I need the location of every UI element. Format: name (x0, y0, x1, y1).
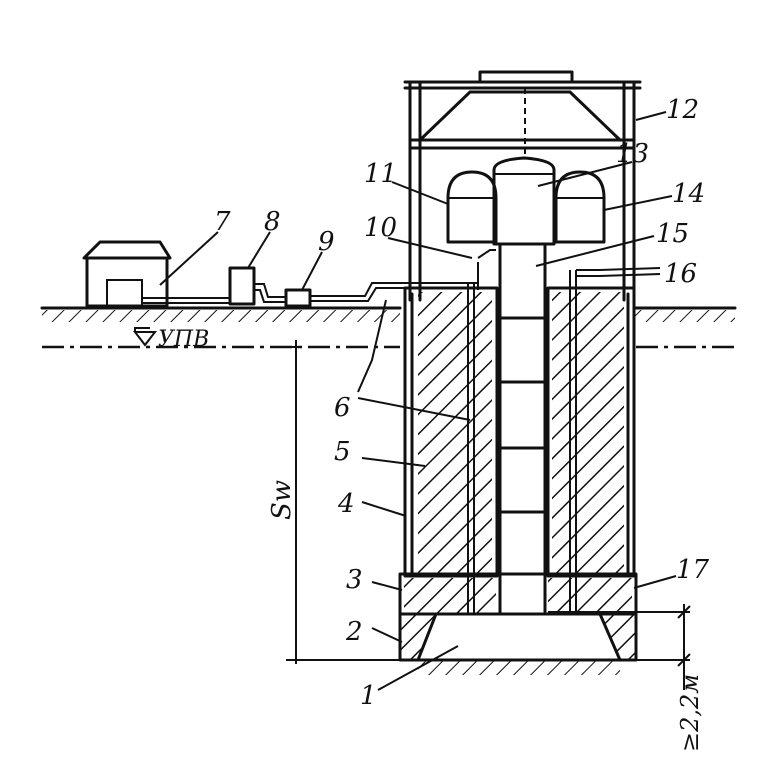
label-14: 14 (672, 179, 705, 209)
label-16: 16 (664, 259, 697, 289)
label-15: 15 (656, 219, 689, 249)
label-9: 9 (318, 227, 335, 257)
water-table-line (42, 327, 735, 349)
label-1: 1 (360, 681, 377, 711)
leader-lines (159, 111, 677, 691)
water-level-label: УПВ (158, 327, 209, 352)
label-11: 11 (364, 159, 397, 189)
label-5: 5 (334, 437, 351, 467)
dimension-lines (286, 340, 691, 690)
label-3: 3 (346, 565, 363, 595)
label-8: 8 (264, 207, 281, 237)
ground-surface (40, 306, 737, 322)
vertical-pipes (467, 249, 661, 615)
shaft-tube (498, 242, 547, 614)
label-4: 4 (337, 489, 355, 519)
depth-symbol: Sw (267, 480, 297, 520)
label-13: 13 (616, 139, 649, 169)
label-7: 7 (214, 207, 231, 237)
label-12: 12 (666, 95, 699, 125)
caisson-working-chamber (398, 572, 638, 675)
lock-chambers (446, 156, 606, 246)
label-17: 17 (676, 555, 710, 585)
label-6: 6 (334, 393, 351, 423)
label-10: 10 (364, 213, 397, 243)
caisson-walls (403, 286, 636, 578)
depth-note: ≥2,2м (676, 674, 704, 752)
tower-frame (403, 70, 642, 302)
label-2: 2 (345, 617, 363, 647)
pump-house (82, 240, 172, 308)
